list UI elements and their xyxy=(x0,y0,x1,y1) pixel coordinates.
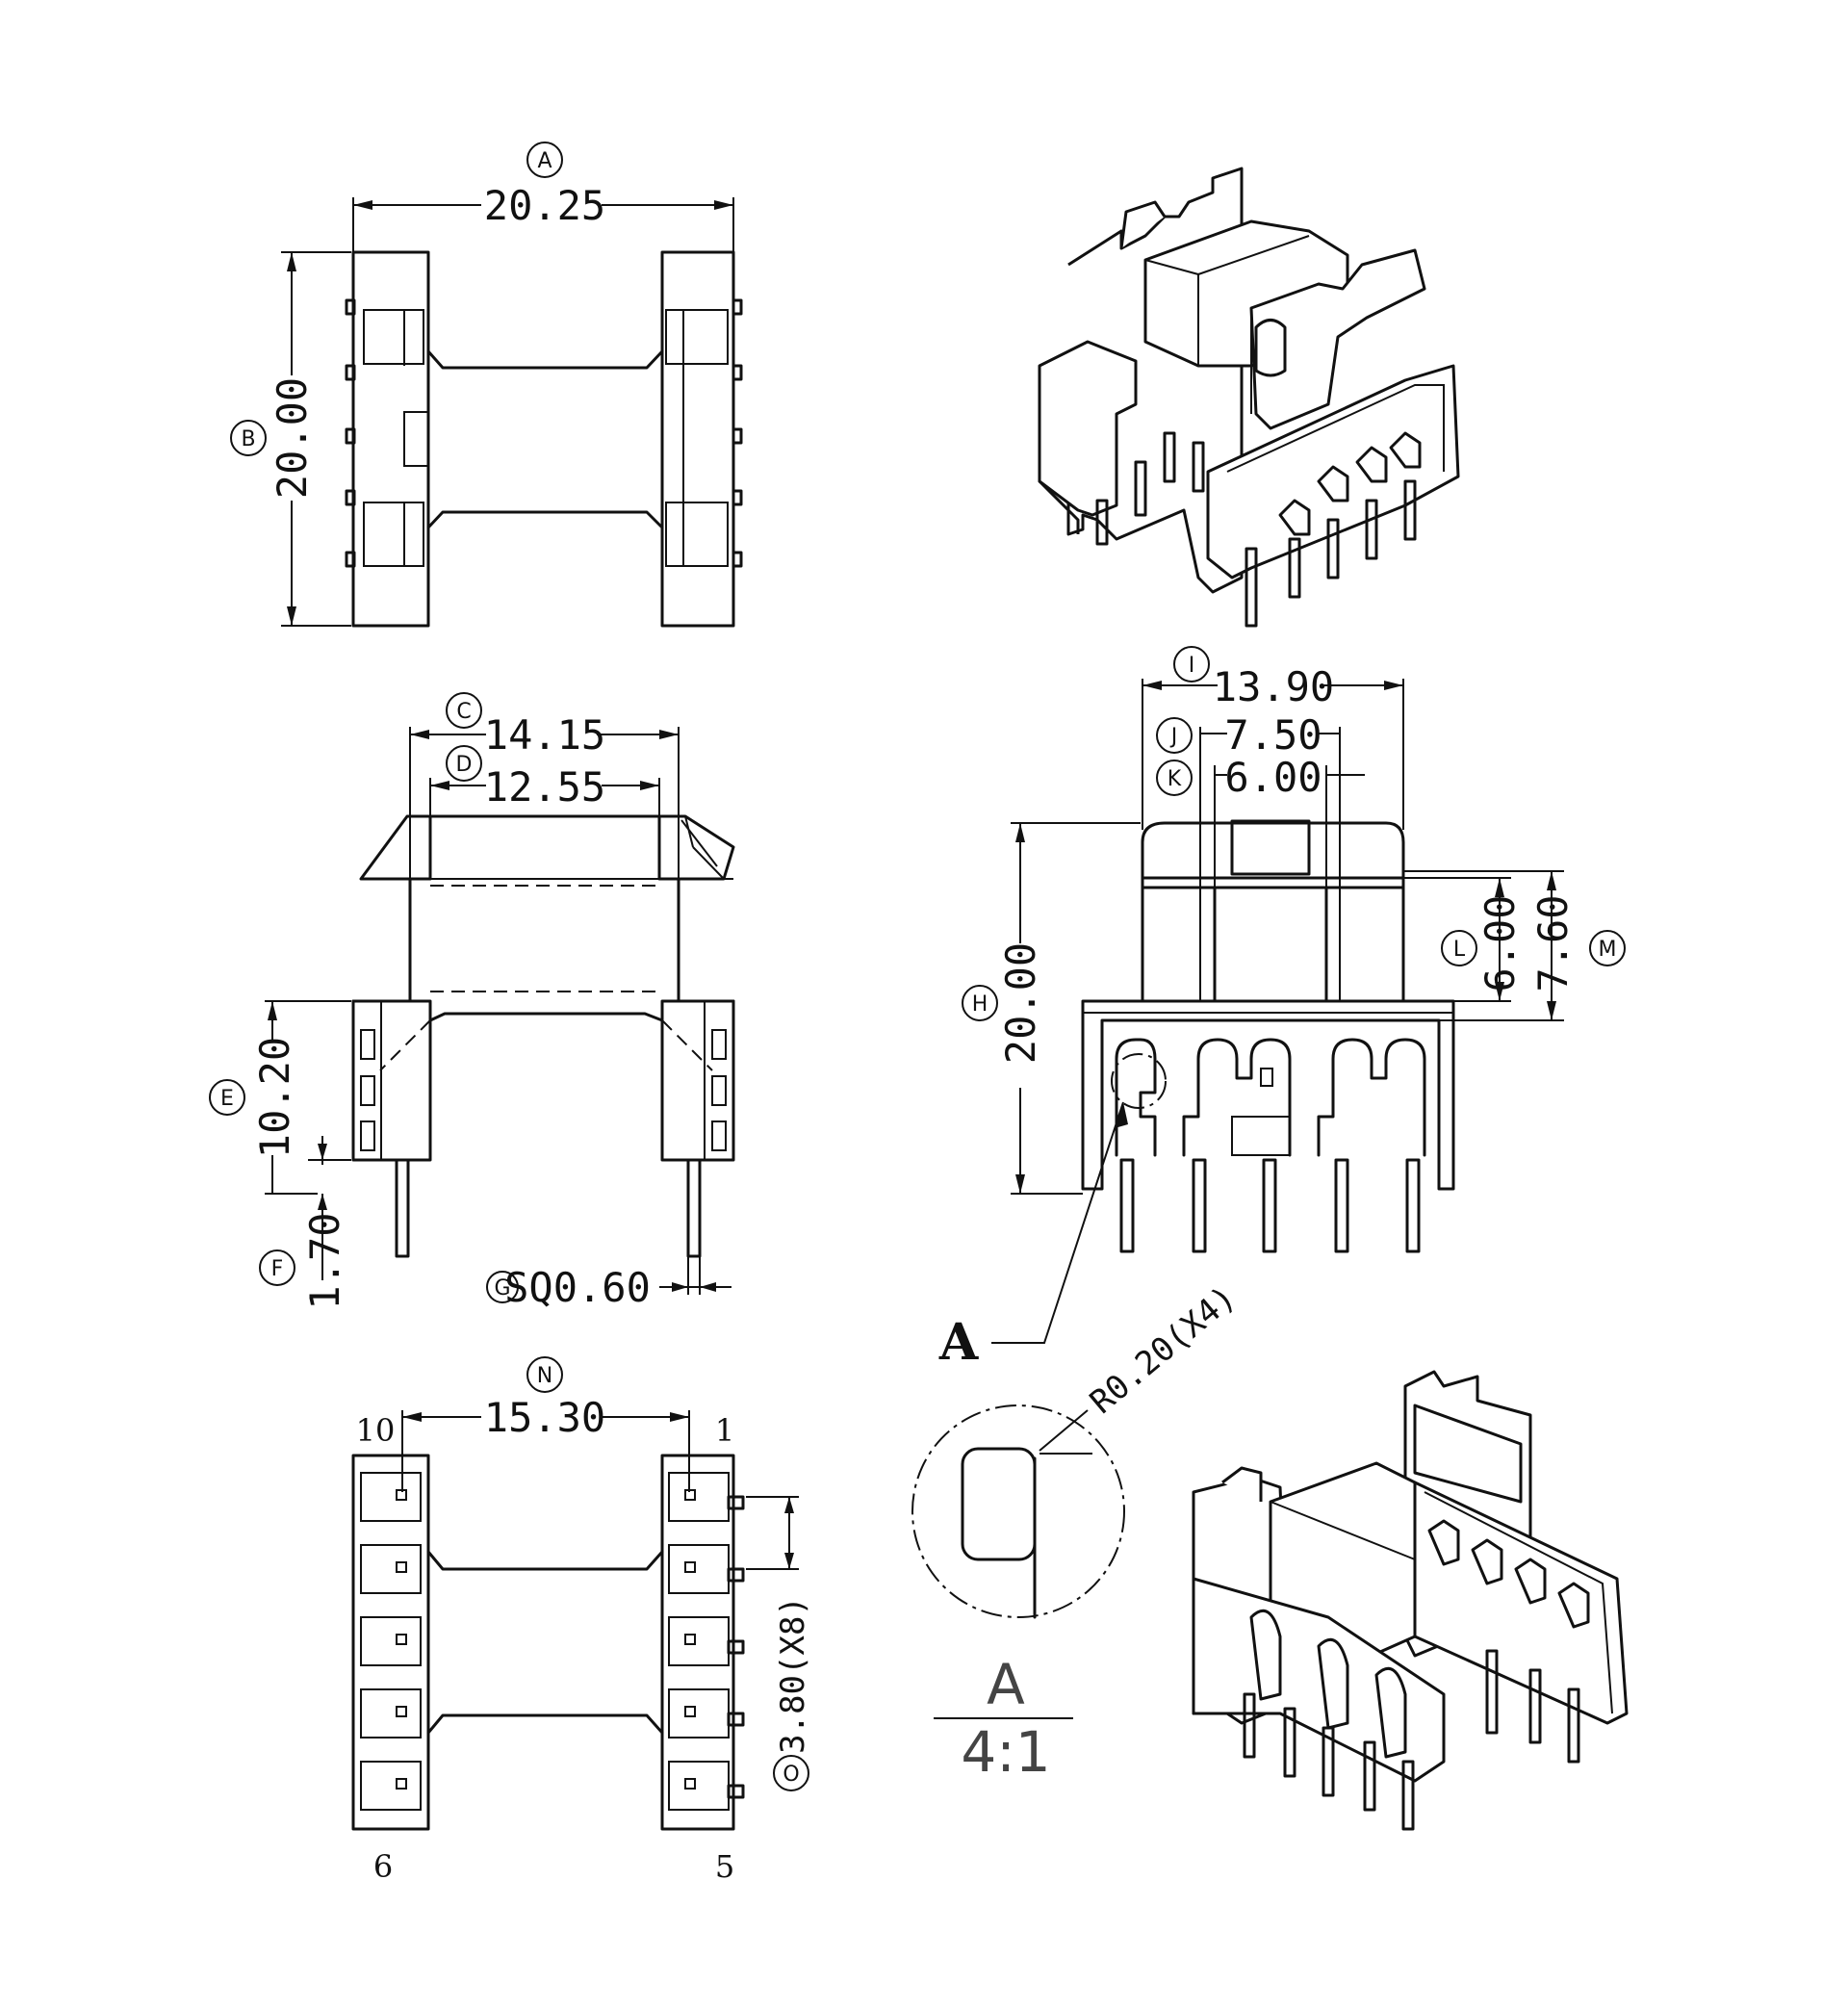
dim-o-label: O xyxy=(783,1763,799,1787)
dim-d-value: 12.55 xyxy=(484,763,605,811)
pin-10-label: 10 xyxy=(356,1412,396,1449)
dim-k-value: 6.00 xyxy=(1224,754,1322,801)
isometric-view-top xyxy=(1038,167,1460,628)
dim-n-value: 15.30 xyxy=(484,1394,605,1441)
dim-b-value: 20.00 xyxy=(269,377,316,499)
dim-c-label: C xyxy=(456,700,471,724)
pin-pads-right xyxy=(668,1472,745,1811)
dim-o-value: 3.80(X8) xyxy=(774,1596,812,1754)
dim-k-label: K xyxy=(1168,767,1182,791)
top-view: A 20.25 B 20.00 xyxy=(230,142,743,628)
isometric-view-bottom xyxy=(1192,1370,1629,1831)
dim-e-value: 10.20 xyxy=(251,1037,298,1158)
dim-n-label: N xyxy=(537,1364,552,1388)
dim-b-label: B xyxy=(241,427,255,451)
dim-g-value: SQ0.60 xyxy=(504,1264,651,1311)
dim-a-value: 20.25 xyxy=(484,182,605,229)
dim-d-label: D xyxy=(456,753,473,777)
side-view: I 13.90 J 7.50 K 6.00 xyxy=(938,646,1626,1372)
front-view: C 14.15 D 12.55 xyxy=(209,692,735,1311)
dim-c-value: 14.15 xyxy=(484,711,605,759)
bottom-view: N 15.30 10 1 6 5 xyxy=(351,1356,812,1885)
dim-l-label: L xyxy=(1453,938,1466,962)
radius-note: R0.20(X4) xyxy=(1083,1278,1244,1422)
dim-i-value: 13.90 xyxy=(1213,663,1334,710)
detail-scale-title: A xyxy=(987,1652,1025,1717)
dim-i-label: I xyxy=(1189,654,1195,678)
dim-h-label: H xyxy=(972,992,988,1017)
pin-pads-left xyxy=(360,1472,422,1811)
pin-6-label: 6 xyxy=(373,1848,393,1885)
pin-slots xyxy=(1115,1038,1426,1157)
dim-f-value: 1.70 xyxy=(301,1212,348,1309)
dim-m-label: M xyxy=(1599,938,1617,962)
pin-1-label: 1 xyxy=(715,1412,734,1449)
dim-e-label: E xyxy=(220,1087,234,1111)
detail-scale-ratio: 4:1 xyxy=(961,1719,1050,1785)
detail-callout-label: A xyxy=(938,1313,979,1372)
pin-5-label: 5 xyxy=(715,1848,734,1885)
dim-j-label: J xyxy=(1169,725,1178,749)
dim-a-label: A xyxy=(537,149,552,173)
dim-f-label: F xyxy=(271,1257,284,1281)
dim-m-value: 7.60 xyxy=(1529,894,1577,992)
dim-j-value: 7.50 xyxy=(1224,711,1322,759)
dim-g-label: G xyxy=(494,1276,510,1301)
dim-l-value: 6.00 xyxy=(1476,894,1524,992)
dim-h-value: 20.00 xyxy=(997,942,1044,1064)
